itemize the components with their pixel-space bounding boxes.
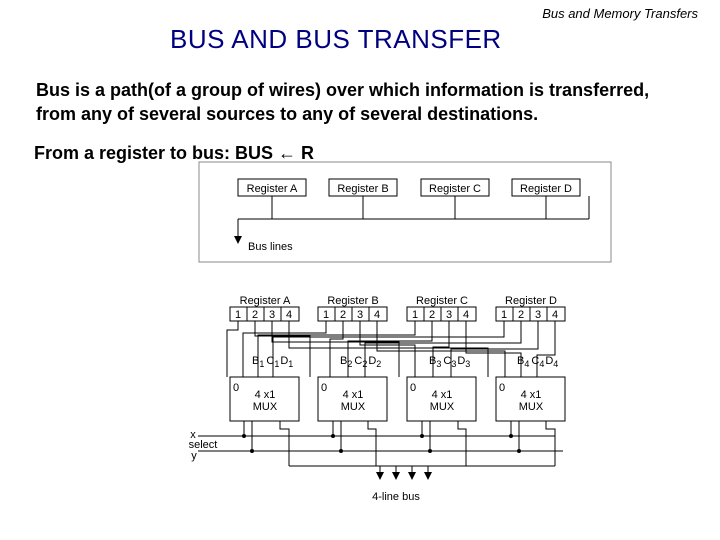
four-line-bus-label: 4-line bus: [372, 491, 420, 503]
top-diagram: Register A Register B Register C Registe…: [198, 161, 612, 263]
mux-3: 0 4 x1 MUX: [406, 376, 477, 422]
bottom-diagram: Register A Register B Register C Registe…: [189, 295, 566, 503]
reg-a-bit-3: 3: [269, 309, 275, 321]
intro-paragraph: Bus is a path(of a group of wires) over …: [36, 78, 716, 126]
reg-d-bits: 1 2 3 4: [495, 306, 566, 322]
mux-4-size: 4 x1: [521, 389, 542, 401]
mux-4: 0 4 x1 MUX: [495, 376, 566, 422]
mux-1-label: MUX: [253, 401, 278, 413]
mux-3-label: MUX: [430, 401, 455, 413]
reg-b-bits: 1 2 3 4: [317, 306, 388, 322]
top-register-d: Register D: [520, 183, 572, 195]
reg-d-label: Register D: [505, 295, 557, 307]
reg-a-label: Register A: [240, 295, 291, 307]
select-junction-dots: [242, 434, 521, 453]
mux-2: 0 4 x1 MUX: [317, 376, 388, 422]
top-register-c: Register C: [429, 183, 481, 195]
mux-3-zero: 0: [410, 382, 416, 394]
select-label: select: [189, 439, 218, 451]
mux-2-label: MUX: [341, 401, 366, 413]
page-title: BUS AND BUS TRANSFER: [170, 24, 502, 54]
mux-4-zero: 0: [499, 382, 505, 394]
reg-a-bit-4: 4: [286, 309, 292, 321]
reg-c-label: Register C: [416, 295, 468, 307]
reg-b-bit-4: 4: [374, 309, 380, 321]
reg-d-bit-4: 4: [552, 309, 558, 321]
mux-1: 0 4 x1 MUX: [229, 376, 300, 422]
mux-4-label: MUX: [519, 401, 544, 413]
reg-b-bit-3: 3: [357, 309, 363, 321]
top-bus-arrow: [234, 236, 242, 244]
reg-b-label: Register B: [327, 295, 378, 307]
output-arrows: [376, 472, 432, 480]
select-x-label: x: [190, 429, 196, 441]
intro-line-2: from any of several sources to any of se…: [36, 104, 539, 124]
bus-interconnect-wiring: [198, 321, 563, 472]
mux-1-zero: 0: [233, 382, 239, 394]
top-register-a: Register A: [247, 183, 298, 195]
reg-a-bit-2: 2: [252, 309, 258, 321]
reg-c-bit-3: 3: [446, 309, 452, 321]
reg-c-bit-4: 4: [463, 309, 469, 321]
mux-3-size: 4 x1: [432, 389, 453, 401]
top-diagram-frame: [198, 161, 612, 263]
reg-c-bits: 1 2 3 4: [406, 306, 477, 322]
section-header: Bus and Memory Transfers: [542, 6, 698, 21]
reg-b-bit-2: 2: [340, 309, 346, 321]
reg-a-bit-1: 1: [235, 309, 241, 321]
reg-d-bit-3: 3: [535, 309, 541, 321]
top-bus-wires: [237, 196, 590, 237]
mux-1-size: 4 x1: [255, 389, 276, 401]
reg-a-bits: 1 2 3 4: [229, 306, 300, 322]
subheading: From a register to bus: BUS ← R: [34, 143, 315, 163]
reg-d-bit-2: 2: [518, 309, 524, 321]
top-register-b: Register B: [337, 183, 388, 195]
mux-2-zero: 0: [321, 382, 327, 394]
reg-c-bit-1: 1: [412, 309, 418, 321]
mux-2-size: 4 x1: [343, 389, 364, 401]
reg-b-bit-1: 1: [323, 309, 329, 321]
reg-c-bit-2: 2: [429, 309, 435, 321]
select-y-label: y: [191, 450, 197, 462]
bus-lines-label: Bus lines: [248, 241, 293, 253]
intro-line-1: Bus is a path(of a group of wires) over …: [36, 80, 650, 100]
reg-d-bit-1: 1: [501, 309, 507, 321]
